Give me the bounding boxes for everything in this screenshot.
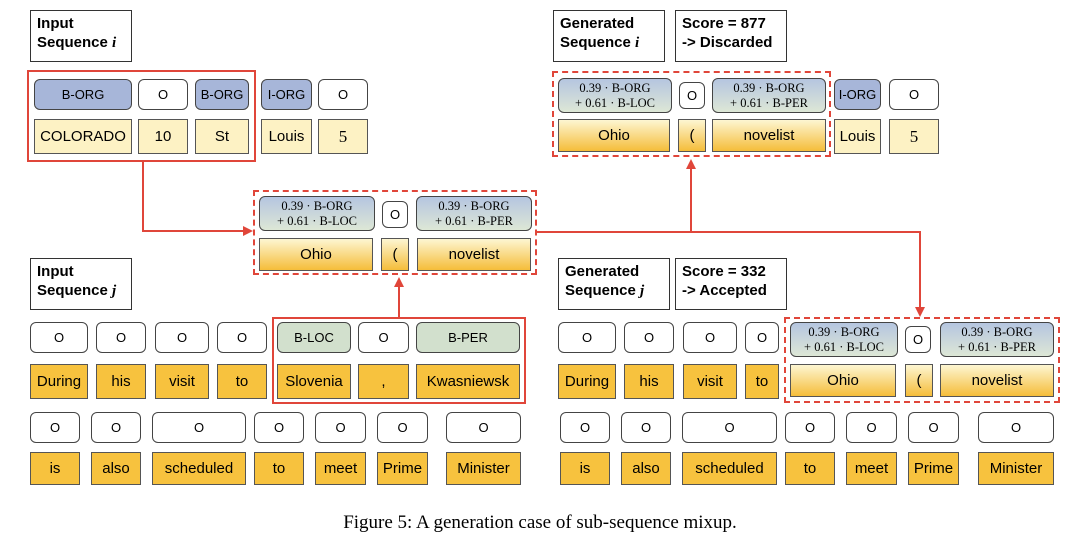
gen-j-token-5: Ohio — [790, 364, 896, 397]
mixed-subsequence — [253, 190, 537, 275]
input-j-row2-token-7: Minister — [446, 452, 521, 485]
input-j-label-7: B-PER — [416, 322, 520, 353]
gen-j-token-7: novelist — [940, 364, 1054, 397]
figure-caption: Figure 5: A generation case of sub-seque… — [343, 512, 737, 533]
gen-j-label-2: O — [624, 322, 674, 353]
gen-j-row2-label-6: O — [908, 412, 959, 443]
mixed-label-per: 0.39 · B-ORG + 0.61 · B-PER — [416, 196, 532, 231]
input-j-label-2: O — [96, 322, 146, 353]
gen-j-label-3: O — [683, 322, 737, 353]
input-j-selected-span — [272, 317, 526, 404]
gen-j-row2-token-4: to — [785, 452, 835, 485]
input-sequence-j-header: Input Sequence j — [30, 258, 132, 310]
gen-i-token-2: ( — [678, 119, 706, 152]
gen-i-label-o: O — [679, 82, 705, 109]
gen-i-label-iorg: I-ORG — [834, 79, 881, 110]
input-j-row2-label-4: O — [254, 412, 304, 443]
gen-j-token-6: ( — [905, 364, 933, 397]
gen-j-row2-label-4: O — [785, 412, 835, 443]
generated-sequence-i-header: Generated Sequence i — [553, 10, 665, 62]
gen-j-label-4: O — [745, 322, 779, 353]
input-j-token-6: , — [358, 364, 409, 399]
mixed-token-2: ( — [381, 238, 409, 271]
input-j-row2-token-5: meet — [315, 452, 366, 485]
gen-i-token-louis: Louis — [834, 119, 881, 154]
gen-j-row2-token-7: Minister — [978, 452, 1054, 485]
mixed-token-3: novelist — [417, 238, 531, 271]
input-i-selected-span — [27, 70, 256, 162]
gen-j-row2-label-3: O — [682, 412, 777, 443]
gen-i-label-per: 0.39 · B-ORG + 0.61 · B-PER — [712, 78, 826, 113]
gen-j-row2-label-5: O — [846, 412, 897, 443]
input-j-token-2: his — [96, 364, 146, 399]
input-j-row2-token-2: also — [91, 452, 141, 485]
input-j-row2-label-7: O — [446, 412, 521, 443]
mixed-label-o: O — [382, 201, 408, 228]
gen-i-label-loc: 0.39 · B-ORG + 0.61 · B-LOC — [558, 78, 672, 113]
generated-sequence-j-header: Generated Sequence j — [558, 258, 670, 310]
generated-j-mixed-span — [784, 317, 1060, 403]
input-i-token-5: 5 — [318, 119, 368, 154]
input-j-row2-token-3: scheduled — [152, 452, 246, 485]
input-j-row2-token-4: to — [254, 452, 304, 485]
gen-j-label-per: 0.39 · B-ORG + 0.61 · B-PER — [940, 322, 1054, 357]
input-j-label-5: B-LOC — [277, 322, 351, 353]
gen-j-row2-token-1: is — [560, 452, 610, 485]
gen-j-row2-token-5: meet — [846, 452, 897, 485]
input-j-token-7: Kwasniewsk — [416, 364, 520, 399]
gen-j-label-o: O — [905, 326, 931, 353]
input-j-row2-label-3: O — [152, 412, 246, 443]
input-i-label-2: O — [138, 79, 188, 110]
gen-j-token-1: During — [558, 364, 616, 399]
mixed-label-loc: 0.39 · B-ORG + 0.61 · B-LOC — [259, 196, 375, 231]
input-j-row2-token-1: is — [30, 452, 80, 485]
arrow-mix-to-gen-j — [691, 231, 925, 317]
input-j-token-5: Slovenia — [277, 364, 351, 399]
input-sequence-i-header: Input Sequence i — [30, 10, 132, 62]
gen-j-row2-label-7: O — [978, 412, 1054, 443]
gen-i-token-5: 5 — [889, 119, 939, 154]
input-i-token-1: COLORADO — [34, 119, 132, 154]
generated-i-mixed-span — [552, 71, 831, 157]
input-j-token-4: to — [217, 364, 267, 399]
input-i-token-2: 10 — [138, 119, 188, 154]
input-i-label-4: I-ORG — [261, 79, 312, 110]
input-i-token-4: Louis — [261, 119, 312, 154]
gen-i-token-1: Ohio — [558, 119, 670, 152]
gen-j-row2-label-2: O — [621, 412, 671, 443]
gen-j-row2-token-2: also — [621, 452, 671, 485]
input-j-row2-label-2: O — [91, 412, 141, 443]
input-i-label-1: B-ORG — [34, 79, 132, 110]
gen-j-token-2: his — [624, 364, 674, 399]
input-j-row2-label-1: O — [30, 412, 80, 443]
score-j-header: Score = 332 -> Accepted — [675, 258, 787, 310]
input-j-row2-label-5: O — [315, 412, 366, 443]
gen-j-row2-token-6: Prime — [908, 452, 959, 485]
input-j-label-3: O — [155, 322, 209, 353]
input-j-row2-token-6: Prime — [377, 452, 428, 485]
input-j-label-4: O — [217, 322, 267, 353]
input-i-label-3: B-ORG — [195, 79, 249, 110]
gen-i-token-3: novelist — [712, 119, 826, 152]
input-j-token-1: During — [30, 364, 88, 399]
arrow-input-i-to-mix — [142, 162, 253, 236]
gen-j-token-4: to — [745, 364, 779, 399]
gen-j-token-3: visit — [683, 364, 737, 399]
arrow-mix-to-gen-i — [537, 159, 696, 233]
gen-i-label-o2: O — [889, 79, 939, 110]
input-j-label-6: O — [358, 322, 409, 353]
input-j-label-1: O — [30, 322, 88, 353]
input-i-label-5: O — [318, 79, 368, 110]
input-j-row2-label-6: O — [377, 412, 428, 443]
input-i-token-3: St — [195, 119, 249, 154]
gen-j-label-loc: 0.39 · B-ORG + 0.61 · B-LOC — [790, 322, 898, 357]
gen-j-row2-token-3: scheduled — [682, 452, 777, 485]
score-i-header: Score = 877 -> Discarded — [675, 10, 787, 62]
input-j-token-3: visit — [155, 364, 209, 399]
gen-j-label-1: O — [558, 322, 616, 353]
gen-j-row2-label-1: O — [560, 412, 610, 443]
mixed-token-1: Ohio — [259, 238, 373, 271]
